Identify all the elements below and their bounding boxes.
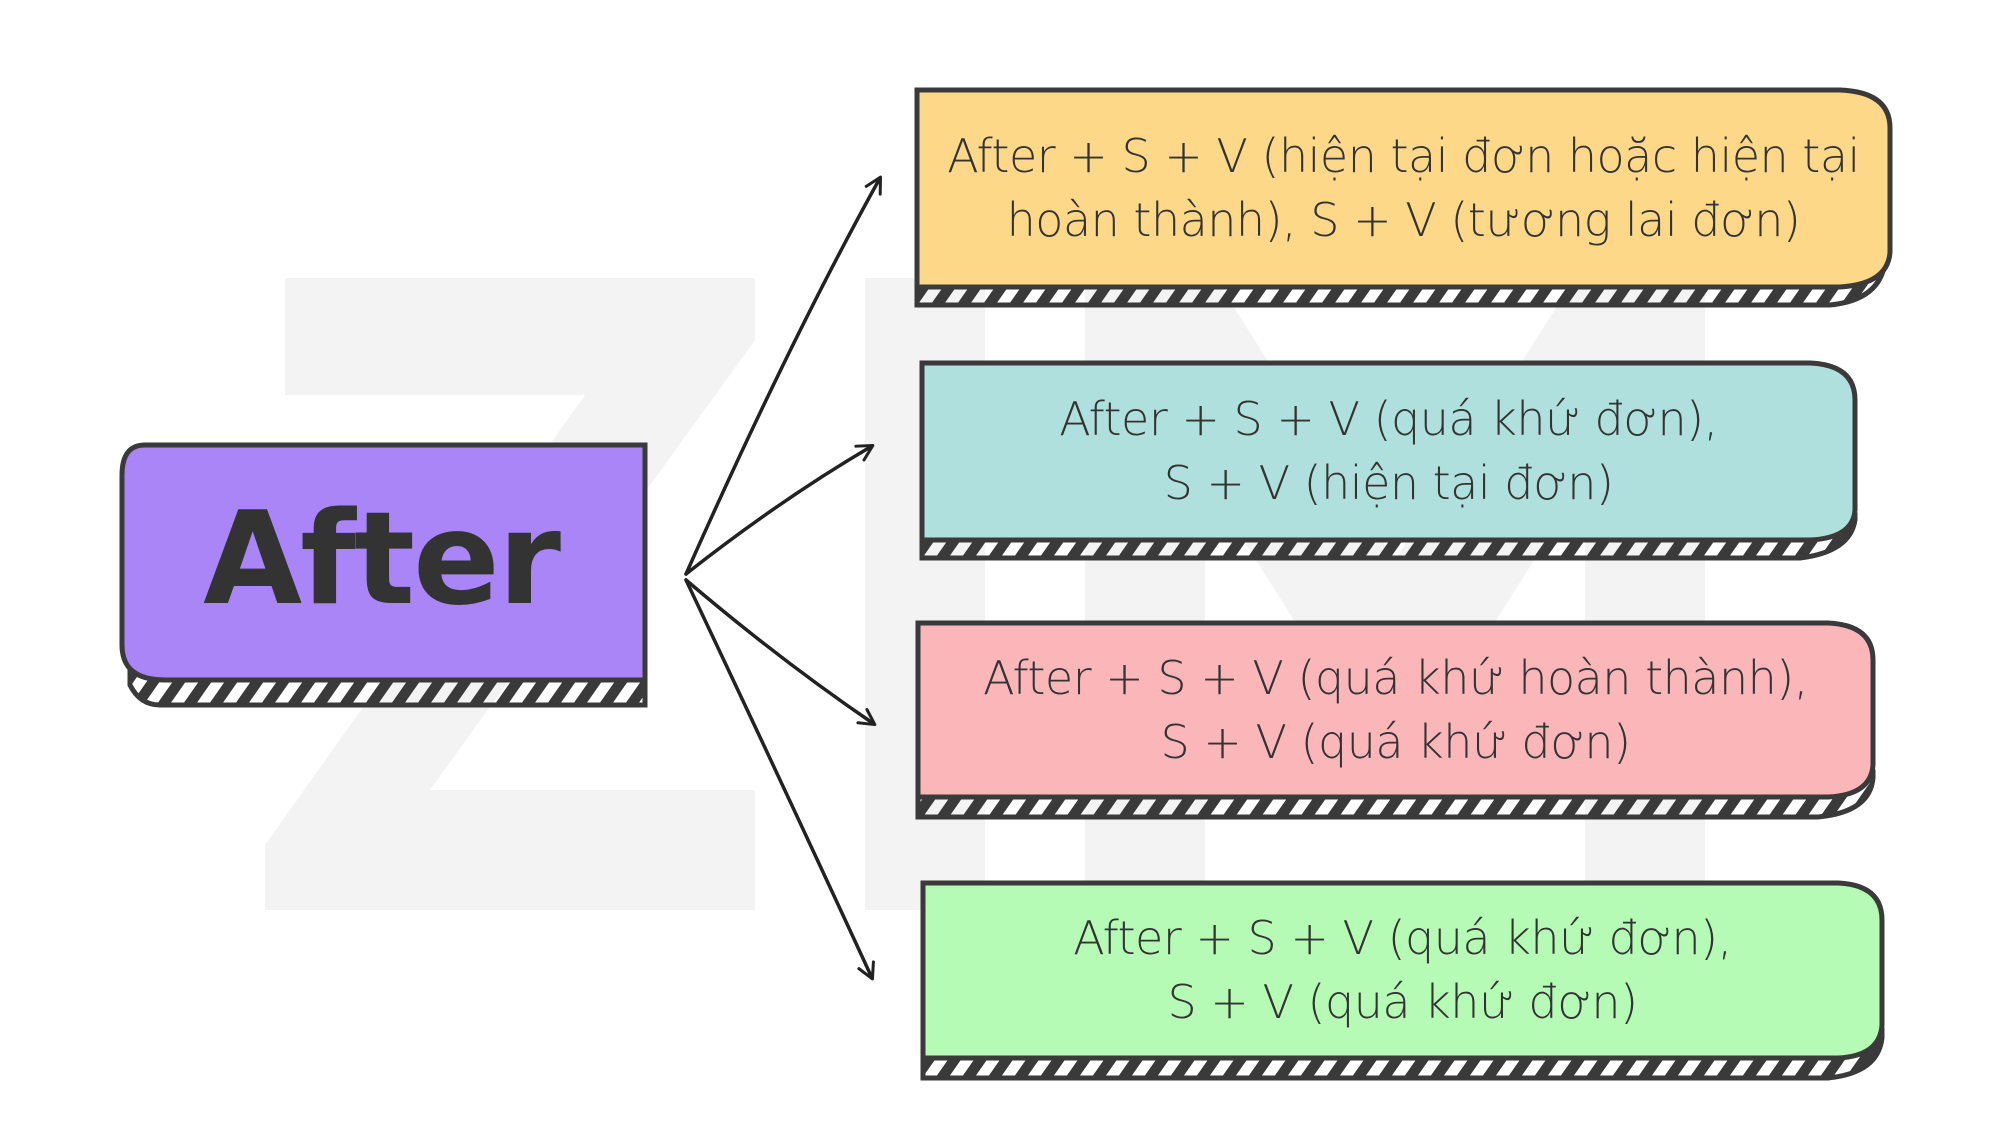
branch-1-line-1: After + S + V (hiện tại đơn hoặc hiện tạ… xyxy=(947,129,1860,183)
arrow-to-branch-1 xyxy=(684,175,882,576)
branch-1-text: After + S + V (hiện tại đơn hoặc hiện tạ… xyxy=(922,92,1885,284)
arrow-to-branch-2 xyxy=(684,443,875,576)
branch-4-line-1: After + S + V (quá khứ đơn), xyxy=(1073,911,1732,965)
arrow-to-branch-3 xyxy=(684,578,877,727)
branch-3-text: After + S + V (quá khứ hoàn thành), S + … xyxy=(923,625,1868,794)
branch-2-text: After + S + V (quá khứ đơn), S + V (hiện… xyxy=(927,365,1850,537)
branch-node-2 xyxy=(919,360,1858,561)
branch-2-face xyxy=(919,360,1858,543)
branch-2-line-2: S + V (hiện tại đơn) xyxy=(1163,456,1614,510)
branch-4-line-2: S + V (quá khứ đơn) xyxy=(1167,975,1638,1029)
root-box-face xyxy=(119,442,648,683)
branch-1-face xyxy=(914,87,1893,290)
branch-3-line-1: After + S + V (quá khứ hoàn thành), xyxy=(983,650,1808,705)
branch-node-1 xyxy=(914,87,1893,308)
branch-3-face xyxy=(915,620,1876,800)
branch-4-face xyxy=(920,880,1885,1061)
branch-1-line-2: hoàn thành), S + V (tương lai đơn) xyxy=(1006,193,1801,247)
root-node xyxy=(119,442,648,708)
branch-4-text: After + S + V (quá khứ đơn), S + V (quá … xyxy=(928,885,1877,1055)
connector-arrows xyxy=(684,175,882,981)
branch-node-4 xyxy=(920,880,1885,1081)
branch-2-line-1: After + S + V (quá khứ đơn), xyxy=(1059,392,1718,446)
branch-3-line-2: S + V (quá khứ đơn) xyxy=(1160,714,1631,769)
branch-node-3 xyxy=(915,620,1876,820)
arrow-to-branch-4 xyxy=(684,578,875,981)
root-label: After xyxy=(203,485,561,634)
